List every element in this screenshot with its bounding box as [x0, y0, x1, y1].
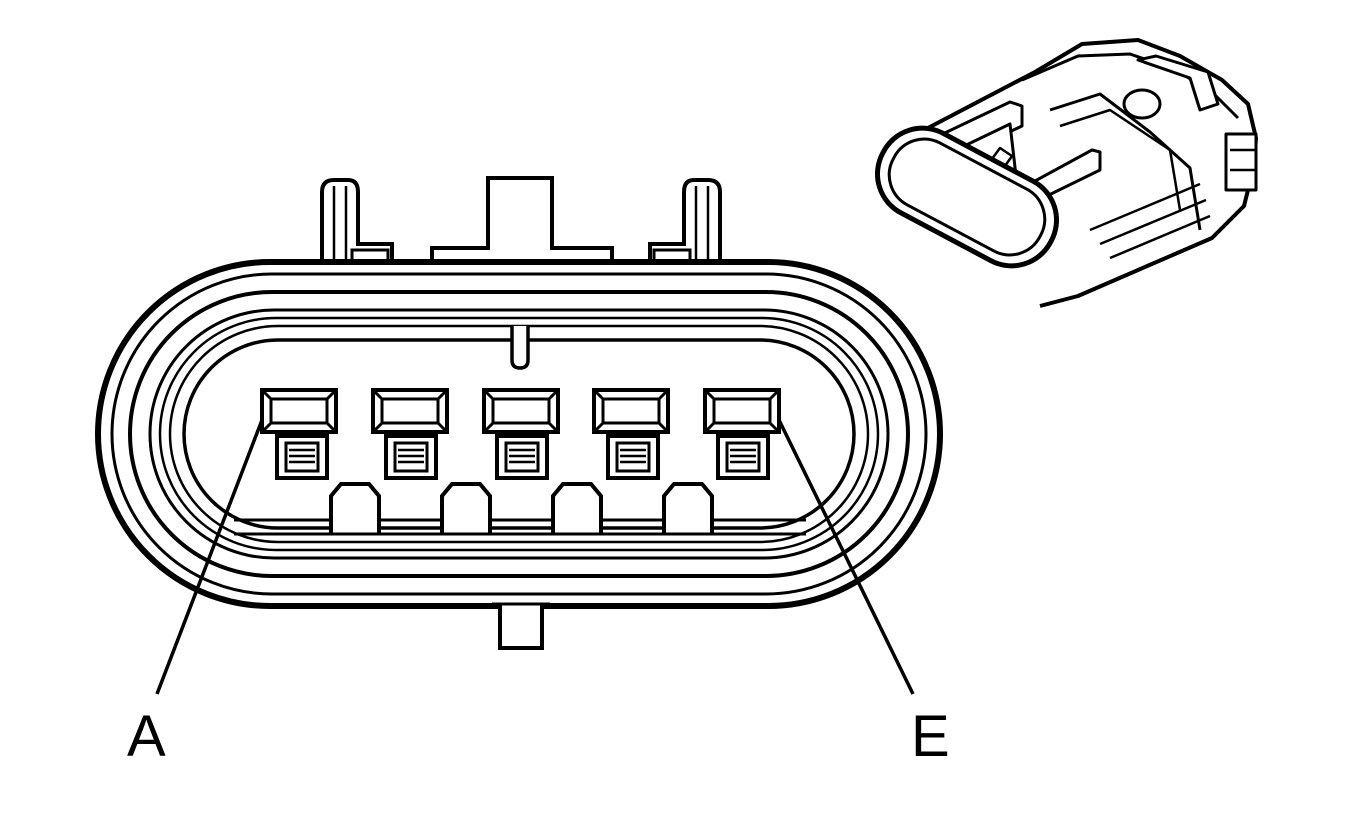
pin-label-a: A [127, 704, 166, 769]
key-tab-4 [662, 482, 714, 536]
top-center-key [390, 176, 652, 272]
terminal-e-lock [716, 434, 770, 480]
connector-face [95, 176, 943, 650]
key-tab-3 [551, 482, 603, 536]
pin-label-e: E [911, 704, 950, 769]
leader-line-e [777, 419, 915, 695]
terminal-b-lock [384, 434, 438, 480]
callouts: A E [127, 419, 950, 769]
terminal-b-top [371, 388, 449, 434]
key-tab-2 [440, 482, 492, 536]
housing-ring-2 [110, 272, 928, 596]
terminal-e-top [703, 388, 781, 434]
terminal-d-lock [606, 434, 660, 480]
top-latch-right [648, 178, 722, 274]
terminal-a-top [260, 388, 338, 434]
seal-ring-2 [158, 316, 880, 552]
bottom-stub [492, 602, 550, 650]
housing-ring-3 [128, 290, 910, 578]
seal-ring-1 [148, 308, 890, 560]
leader-line-a [155, 419, 264, 695]
terminal-c-top [482, 388, 560, 434]
top-latch-left [320, 178, 394, 274]
terminal-c-lock [495, 434, 549, 480]
key-tabs [234, 482, 806, 536]
top-rib [510, 326, 530, 370]
terminal-d-top [592, 388, 670, 434]
connector-perspective-view [875, 38, 1258, 308]
terminal-a-lock [275, 434, 329, 480]
key-tab-1 [329, 482, 381, 536]
